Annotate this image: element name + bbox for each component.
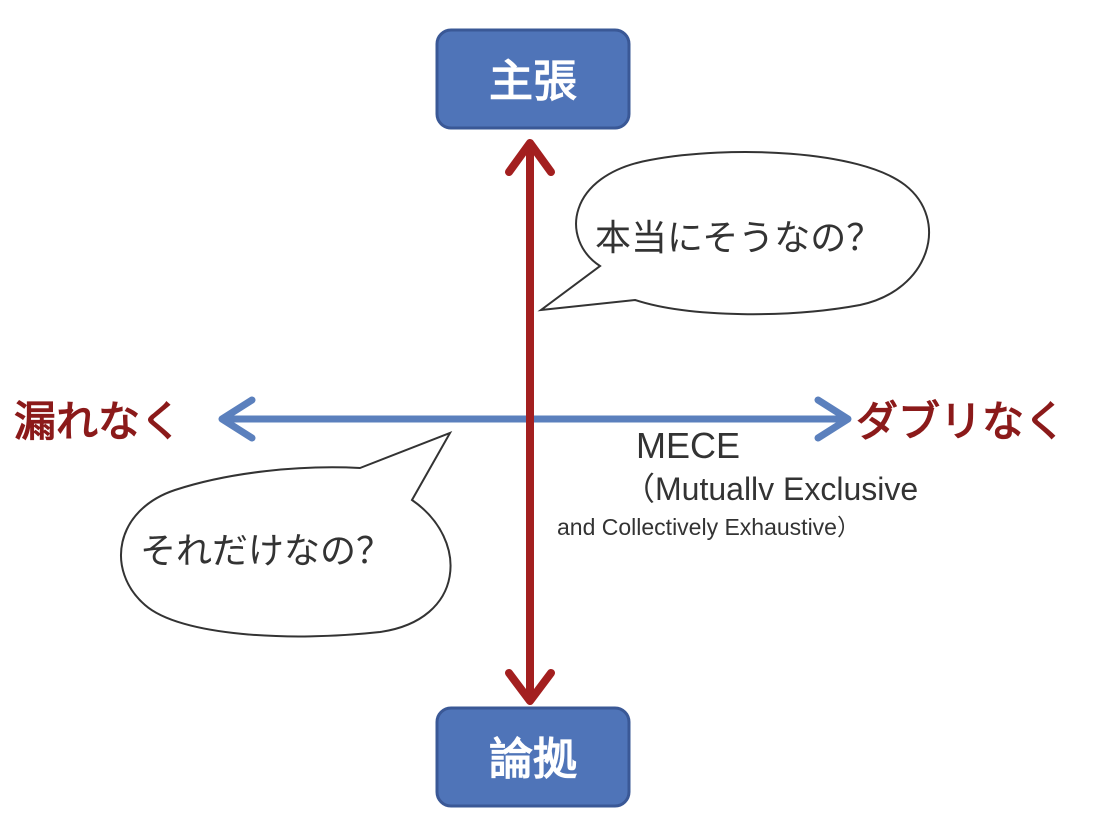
speech-bubble-left-text: それだけなの？ (140, 531, 392, 572)
vertical-double-arrow (505, 139, 555, 705)
mece-title: MECE (636, 425, 740, 466)
evidence-box-shape (435, 706, 631, 808)
horizontal-double-arrow (218, 396, 852, 442)
horizontal-arrow-left-head (218, 396, 256, 442)
evidence-box: 論拠 (435, 706, 631, 808)
claim-box: 主張 (435, 28, 631, 130)
mece-subtitle-continued: and Collectively Exhaustive） (557, 514, 860, 540)
claim-box-shape (435, 28, 631, 130)
claim-label: 主張 (489, 56, 577, 107)
speech-bubble-left: それだけなの？ (120, 431, 453, 638)
right-axis-label: ダブリなく (856, 397, 1066, 446)
speech-bubble-left-shape (120, 431, 453, 638)
speech-bubble-top-shape (537, 151, 930, 316)
speech-bubble-top: 本当にそうなの？ (537, 151, 930, 316)
vertical-arrow-top-head (505, 139, 555, 176)
evidence-label: 論拠 (489, 734, 578, 785)
left-axis-label: 漏れなく (14, 397, 182, 446)
mece-caption: MECE （Mutuallv Exclusive and Collectivel… (557, 425, 918, 540)
speech-bubble-top-text: 本当にそうなの？ (595, 218, 882, 259)
mece-subtitle: （Mutuallv Exclusive (623, 471, 918, 507)
horizontal-arrow-right-head (814, 396, 852, 442)
vertical-arrow-bottom-head (505, 669, 555, 705)
